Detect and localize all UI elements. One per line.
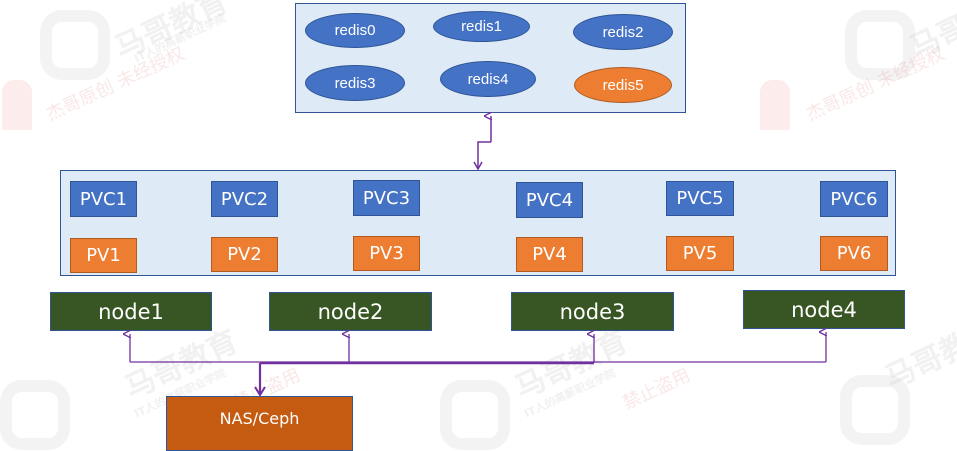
pv-box-3[interactable]: PV3 (353, 236, 420, 271)
redis-pod-redis4[interactable]: redis4 (440, 61, 536, 97)
redis-to-pvc-connector-bend (477, 141, 491, 168)
pvc-box-5[interactable]: PVC5 (666, 181, 734, 216)
pv-box-1[interactable]: PV1 (70, 238, 137, 273)
pv-box-6[interactable]: PV6 (820, 236, 888, 271)
redis-pod-redis5[interactable]: redis5 (574, 67, 672, 103)
node-box-4[interactable]: node4 (743, 290, 905, 329)
redis-pod-redis2[interactable]: redis2 (573, 14, 673, 50)
redis-pod-redis3[interactable]: redis3 (305, 65, 405, 101)
pvc-box-3[interactable]: PVC3 (353, 180, 420, 216)
shared-storage-nas-ceph[interactable]: NAS/Ceph (166, 396, 353, 451)
pv-box-5[interactable]: PV5 (666, 236, 734, 271)
redis-to-pvc-arrow-down (473, 161, 483, 171)
pvc-box-1[interactable]: PVC1 (70, 181, 137, 217)
node-box-3[interactable]: node3 (511, 292, 674, 331)
redis-pod-redis1[interactable]: redis1 (433, 11, 530, 42)
pvc-pv-container (60, 170, 896, 276)
redis-pod-redis0[interactable]: redis0 (305, 13, 405, 48)
pvc-box-6[interactable]: PVC6 (820, 181, 888, 217)
node-box-1[interactable]: node1 (50, 292, 212, 331)
pvc-box-2[interactable]: PVC2 (211, 181, 278, 217)
pvc-box-4[interactable]: PVC4 (516, 182, 583, 218)
node-box-2[interactable]: node2 (269, 292, 432, 331)
storage-downlink-arrow (254, 386, 266, 397)
pv-box-2[interactable]: PV2 (211, 237, 278, 272)
pv-box-4[interactable]: PV4 (516, 237, 583, 272)
